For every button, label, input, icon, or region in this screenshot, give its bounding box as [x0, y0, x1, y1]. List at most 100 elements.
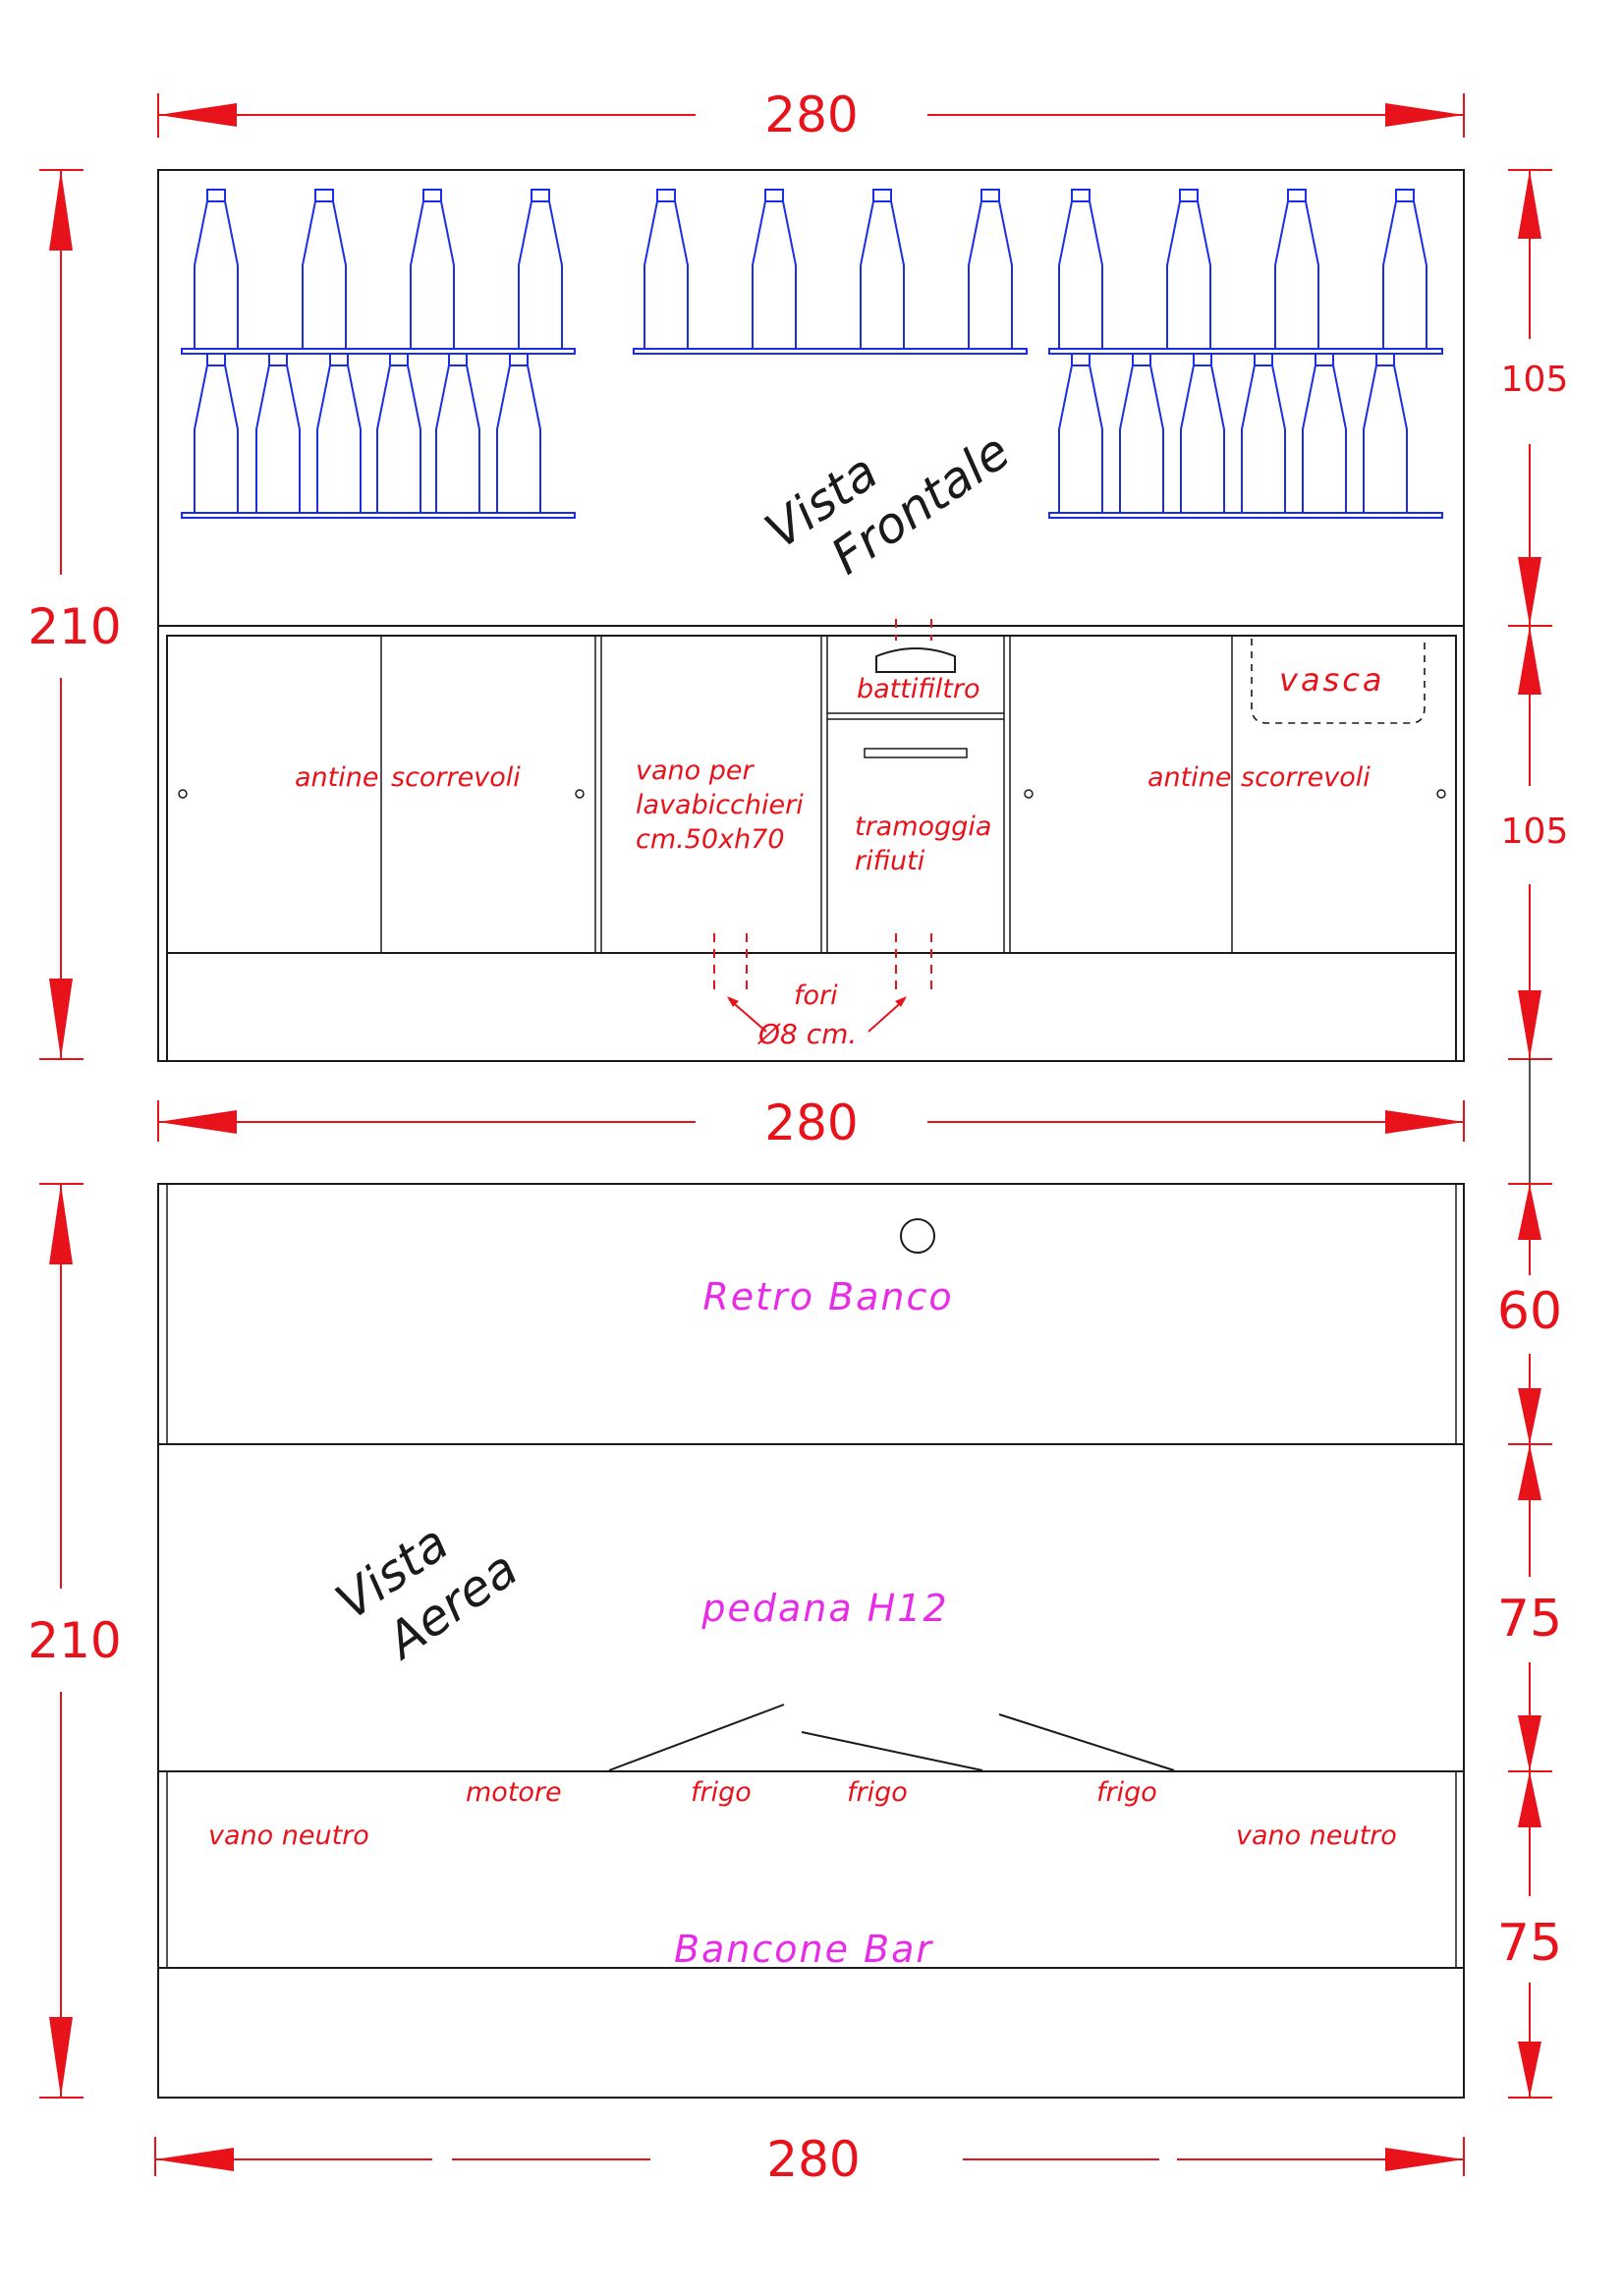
leader-arrow-icon	[727, 996, 739, 1007]
label-bar-counter: Bancone Bar	[674, 1928, 933, 1971]
bottle-icon	[316, 353, 362, 513]
dimension-label: 280	[764, 1094, 858, 1151]
dimension-right-aerial: 60 75 75	[1497, 1183, 1562, 2099]
arrow-left-icon	[158, 103, 237, 127]
dimension-label: 210	[28, 1612, 121, 1669]
arrow-down-icon	[49, 2017, 73, 2098]
label-sink: vasca	[1279, 661, 1384, 699]
hopper-slot	[864, 748, 968, 758]
front-view: Vista Frontale antine scorrevoli antine …	[157, 169, 1465, 1062]
dimension-label: 75	[1497, 1590, 1562, 1649]
label-neutral-right: vano neutro	[1236, 1820, 1397, 1851]
aerial-view: Vista Aerea Retro Banco pedana H12 Banco…	[157, 1183, 1465, 2099]
arrow-up-icon	[49, 1184, 73, 1264]
arrow-up-icon	[1518, 1184, 1541, 1240]
door-knob-icon	[1024, 789, 1034, 799]
label-sliding-doors-right-1: antine	[1147, 762, 1231, 793]
arrow-left-icon	[158, 1110, 237, 1134]
dimension-label: 210	[28, 598, 121, 655]
label-motor: motore	[466, 1777, 562, 1808]
bottle-icon	[1241, 353, 1286, 513]
shelf-top-center	[633, 348, 1028, 355]
arrow-down-icon	[1518, 1715, 1541, 1771]
label-neutral-left: vano neutro	[208, 1820, 369, 1851]
label-hopper-1: tramoggia	[855, 812, 991, 842]
arrow-right-icon	[1385, 2148, 1464, 2171]
label-holes-1: fori	[794, 980, 838, 1011]
label-fridge-3: frigo	[1096, 1777, 1157, 1808]
label-sliding-doors-right-2: scorrevoli	[1241, 762, 1371, 793]
bottle-icon	[1166, 189, 1211, 349]
shelf-bottom-right	[1048, 512, 1443, 519]
bottle-icon	[1274, 189, 1319, 349]
arrow-up-icon	[1518, 1771, 1541, 1827]
bottle-icon	[194, 189, 239, 349]
dimension-right-front: 105 105	[1501, 169, 1569, 1184]
dimension-aerial-height: 210	[28, 1183, 122, 2099]
bottle-icon	[644, 189, 689, 349]
knock-box-icon	[875, 647, 956, 673]
arrow-down-icon	[49, 979, 73, 1059]
bottle-icon	[496, 353, 541, 513]
label-holes-2: Ø8 cm.	[757, 1018, 857, 1050]
dimension-label: 280	[764, 86, 858, 143]
bottle-icon	[255, 353, 301, 513]
label-platform: pedana H12	[700, 1587, 948, 1630]
arrow-down-icon	[1518, 990, 1541, 1059]
bottle-icon	[1058, 353, 1103, 513]
label-fridge-2: frigo	[847, 1777, 908, 1808]
bottle-icon	[518, 189, 563, 349]
shelf-bottom-left	[181, 512, 576, 519]
shelf-top-right	[1048, 348, 1443, 355]
shelf-top-left	[181, 348, 576, 355]
circle-hole-icon	[900, 1218, 935, 1254]
arrow-left-icon	[155, 2148, 234, 2171]
label-back-counter: Retro Banco	[702, 1275, 953, 1318]
glasswasher-bay	[600, 635, 822, 954]
door-knob-icon	[1436, 789, 1446, 799]
dimension-label: 280	[766, 2131, 860, 2188]
label-sliding-doors-left-2: scorrevoli	[391, 762, 521, 793]
dimension-label: 75	[1497, 1914, 1562, 1973]
arrow-down-icon	[1518, 2042, 1541, 2098]
dimension-label: 60	[1497, 1282, 1562, 1341]
dimension-top-width: 280	[157, 86, 1465, 143]
label-fridge-1: frigo	[691, 1777, 752, 1808]
bottle-icon	[752, 189, 797, 349]
bottle-icon	[410, 189, 455, 349]
arrow-right-icon	[1385, 1110, 1464, 1134]
dimension-bottom-width: 280	[154, 2131, 1465, 2188]
front-view-title: Vista Frontale	[756, 422, 1021, 586]
label-hopper-2: rifiuti	[855, 846, 925, 876]
bottle-icon	[194, 353, 239, 513]
label-glasswasher-2: lavabicchieri	[636, 790, 804, 820]
label-sliding-doors-left-1: antine	[295, 762, 378, 793]
bottle-icon	[860, 189, 905, 349]
door-knob-icon	[575, 789, 585, 799]
bottle-icon	[1058, 189, 1103, 349]
label-knock-box: battifiltro	[857, 674, 980, 704]
bottle-icon	[968, 189, 1013, 349]
bottle-icon	[1302, 353, 1347, 513]
door-knob-icon	[178, 789, 188, 799]
arrow-up-icon	[1518, 170, 1541, 239]
arrow-up-icon	[1518, 626, 1541, 695]
bottle-icon	[1363, 353, 1408, 513]
bottle-icon	[302, 189, 347, 349]
bottle-icon	[376, 353, 421, 513]
dimension-middle-width: 280	[157, 1094, 1465, 1151]
arrow-down-icon	[1518, 557, 1541, 626]
bottles-group	[194, 189, 1427, 513]
arrow-up-icon	[1518, 1444, 1541, 1500]
bottle-icon	[435, 353, 480, 513]
arrow-right-icon	[1385, 103, 1464, 127]
bottle-icon	[1382, 189, 1427, 349]
bottle-icon	[1180, 353, 1225, 513]
cabinet-right	[1009, 635, 1457, 954]
arrow-up-icon	[49, 170, 73, 251]
arrow-down-icon	[1518, 1388, 1541, 1444]
label-glasswasher-3: cm.50xh70	[636, 824, 785, 855]
dimension-label: 105	[1501, 360, 1569, 400]
dimension-front-height: 210	[28, 169, 122, 1060]
